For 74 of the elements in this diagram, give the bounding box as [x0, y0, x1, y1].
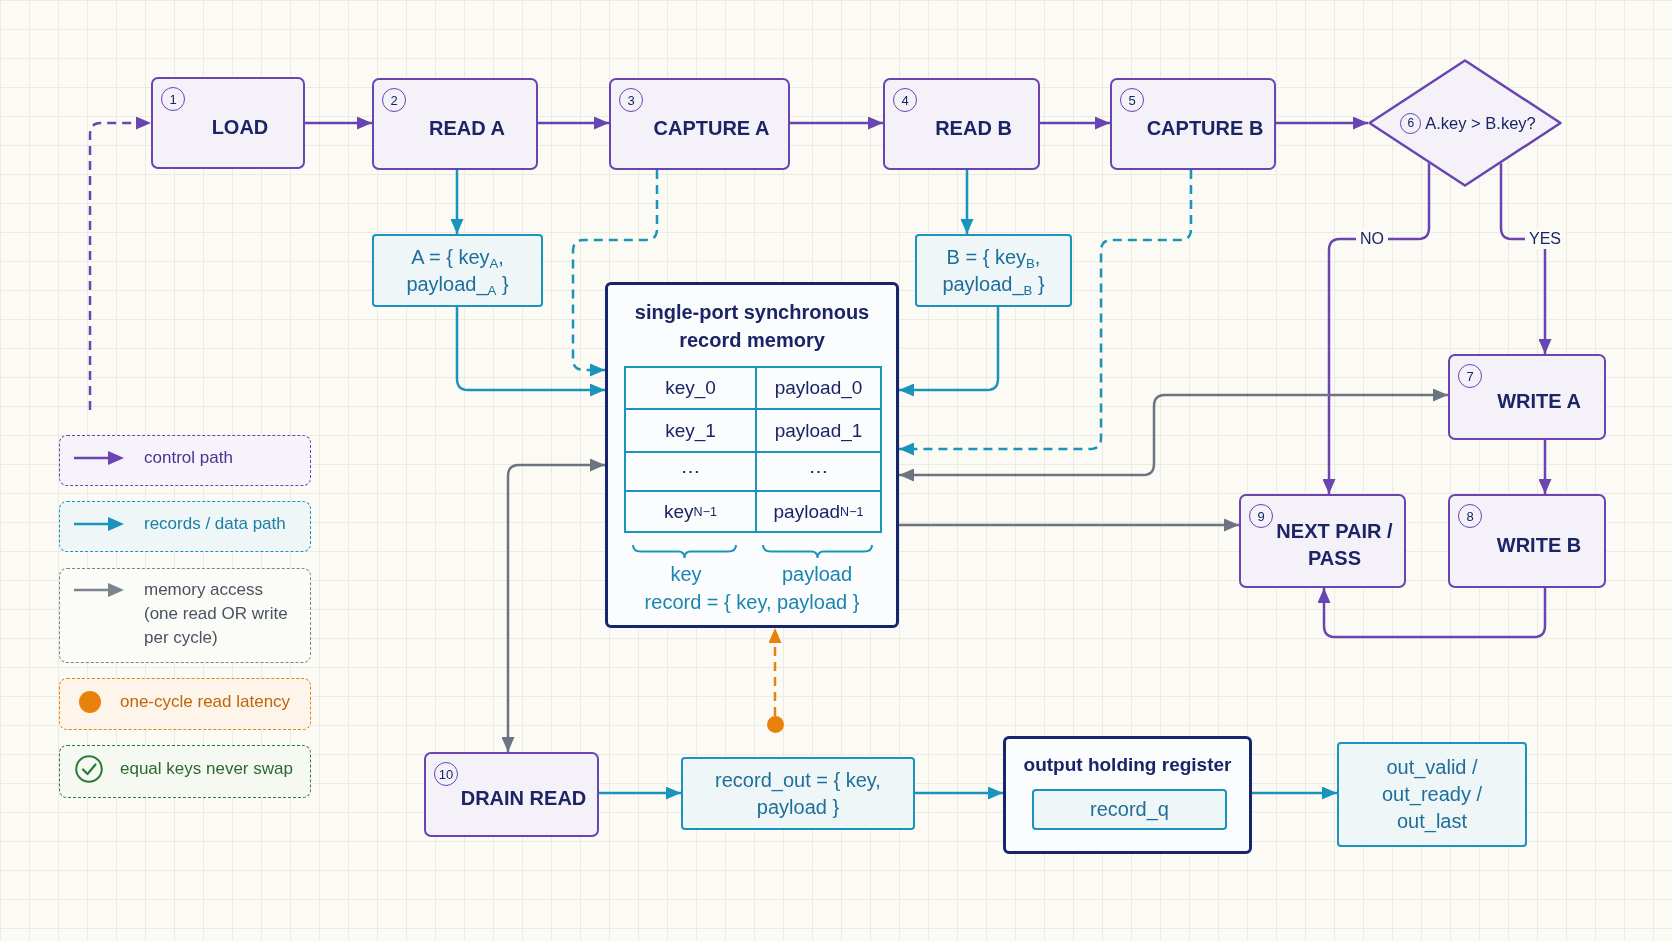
arrow — [960, 170, 974, 234]
dashed-arrow — [768, 628, 782, 716]
process-box — [372, 78, 538, 170]
process-box — [883, 78, 1040, 170]
node-label: LOAD — [211, 114, 269, 140]
arrow — [899, 518, 1239, 532]
arrow — [1538, 440, 1552, 494]
field-label: key — [670, 562, 702, 587]
node-label: CAPTURE A — [653, 115, 770, 141]
node-label: READ A — [429, 115, 505, 141]
process-box — [424, 752, 599, 837]
edge-label: YES — [1525, 229, 1565, 249]
record-box — [1032, 789, 1227, 830]
node-label: CAPTURE B — [1146, 115, 1264, 141]
node-label: record_q — [1090, 797, 1169, 823]
table-cell: ⋯ — [626, 453, 755, 490]
edge-label: NO — [1356, 229, 1388, 249]
node-label: B = { key$_{B}$, payload_$_{B}$ } — [941, 244, 1046, 298]
double-arrow — [501, 458, 605, 752]
node-label: A = { key$_{A}$, payload_$_{A}$ } — [405, 244, 510, 298]
arrow — [1317, 588, 1547, 639]
memory-title: single-port synchronous record memory — [633, 300, 871, 353]
legend-label: memory access (one read OR write per cycle) — [144, 579, 289, 649]
legend-label: control path — [144, 447, 233, 469]
record-format: record = { key, payload } — [644, 590, 860, 615]
node-label: WRITE A — [1497, 388, 1581, 414]
record-box — [681, 757, 915, 830]
arrow — [1252, 786, 1337, 800]
register-title: output holding register — [1023, 753, 1232, 777]
node-label: DRAIN READ — [460, 786, 587, 811]
legend-label: one-cycle read latency — [120, 691, 291, 713]
field-label: payload — [781, 562, 853, 587]
arrow — [1322, 163, 1431, 494]
arrow — [538, 116, 609, 130]
arrow — [915, 786, 1003, 800]
process-box — [1239, 494, 1406, 588]
table-cell: key_1 — [626, 410, 755, 451]
arrow — [455, 307, 605, 397]
arrow — [899, 307, 1000, 397]
node-label: A.key > B.key? — [1425, 113, 1536, 134]
record-box — [1337, 742, 1527, 847]
arrow — [1499, 163, 1552, 354]
memory-block — [605, 282, 899, 628]
node-label: record_out = { key, payload } — [714, 767, 882, 820]
decision-diamond — [1368, 59, 1562, 187]
node-label: out_valid / out_ready / out_last — [1380, 755, 1484, 835]
dashed-arrow — [899, 170, 1193, 456]
register-box — [1003, 736, 1252, 854]
legend-label: equal keys never swap — [120, 758, 293, 780]
double-arrow — [899, 388, 1448, 482]
record-box — [915, 234, 1072, 307]
arrow — [305, 116, 372, 130]
legend-label: records / data path — [144, 513, 286, 535]
dashed-arrow — [571, 170, 659, 377]
table-cell: payload_1 — [757, 410, 880, 451]
node-label: READ B — [935, 115, 1012, 141]
arrow — [1276, 116, 1368, 130]
arrow — [790, 116, 883, 130]
table-cell: payload_0 — [757, 368, 880, 408]
table-cell: key_0 — [626, 368, 755, 408]
arrow — [1040, 116, 1110, 130]
dashed-arrow — [88, 116, 151, 410]
node-label: NEXT PAIR / PASS — [1275, 519, 1394, 571]
process-box — [1110, 78, 1276, 170]
node-label: WRITE B — [1496, 532, 1582, 558]
arrow — [450, 170, 464, 234]
process-box — [1448, 354, 1606, 440]
process-box — [609, 78, 790, 170]
process-box — [1448, 494, 1606, 588]
record-box — [372, 234, 543, 307]
table-cell: ⋯ — [757, 453, 880, 490]
arrow — [599, 786, 681, 800]
dot-icon — [767, 716, 784, 733]
process-box — [151, 77, 305, 169]
